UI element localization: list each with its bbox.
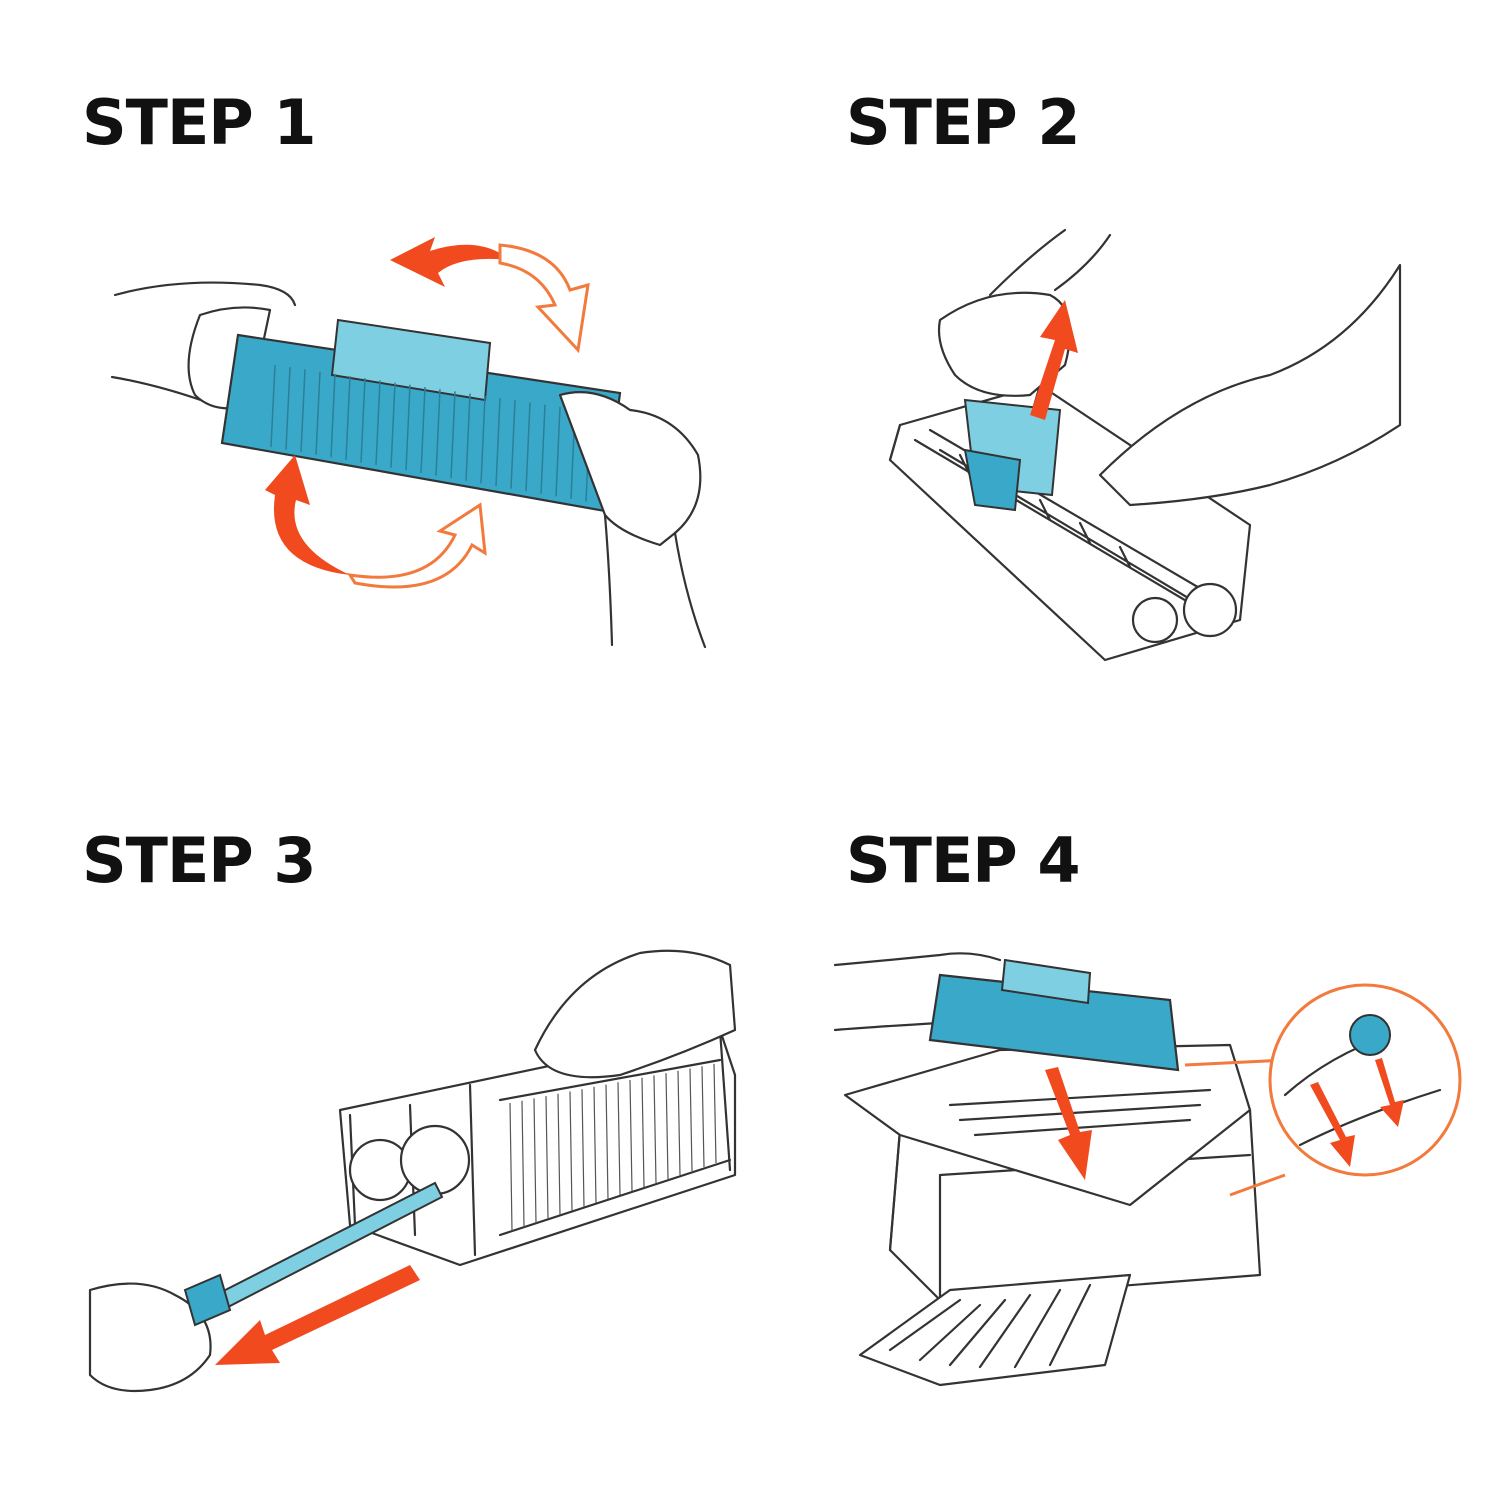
pull-up-arrow bbox=[1030, 300, 1078, 420]
step-1-title: STEP 1 bbox=[82, 86, 316, 159]
right-arm-outline-2 bbox=[673, 531, 707, 649]
top-hand bbox=[533, 949, 737, 1079]
right-hand bbox=[558, 391, 702, 547]
toner-cartridge bbox=[338, 1028, 737, 1267]
toner-cartridge bbox=[928, 973, 1180, 1072]
left-arm-outline bbox=[113, 281, 297, 307]
pull-out-arrow bbox=[215, 1265, 420, 1365]
step-3-title: STEP 3 bbox=[82, 824, 316, 897]
right-arm-outline bbox=[603, 513, 614, 647]
detail-arrow-1 bbox=[1310, 1082, 1355, 1167]
right-hand bbox=[1098, 263, 1402, 507]
step-1-illustration bbox=[100, 215, 740, 675]
seal-tab-base bbox=[963, 448, 1022, 512]
rotate-arrow-bottom-right bbox=[347, 502, 487, 589]
step-4-illustration bbox=[830, 945, 1470, 1425]
insert-arrow bbox=[1045, 1067, 1092, 1180]
cartridge-handle bbox=[1000, 958, 1092, 1005]
arm-outline bbox=[833, 952, 1002, 1032]
detail-arrow-2 bbox=[1375, 1058, 1404, 1127]
pulling-hand bbox=[88, 1282, 212, 1393]
tape-tab bbox=[183, 1273, 232, 1327]
rotate-arrow-top-left bbox=[390, 237, 510, 287]
callout-lines bbox=[1184, 1058, 1286, 1197]
rotate-arrow-top-right bbox=[498, 243, 590, 354]
toner-cartridge bbox=[220, 318, 622, 513]
step-2-illustration bbox=[880, 225, 1420, 685]
step-4-title: STEP 4 bbox=[846, 824, 1080, 897]
left-hand bbox=[937, 291, 1072, 397]
printer bbox=[843, 1043, 1262, 1387]
step-3-illustration bbox=[80, 935, 750, 1415]
detail-callout bbox=[1268, 983, 1462, 1177]
rotate-arrow-bottom-left bbox=[265, 455, 350, 575]
step-2-title: STEP 2 bbox=[846, 86, 1080, 159]
paper-tray bbox=[858, 1273, 1132, 1387]
detail-cartridge-gear bbox=[1349, 1014, 1391, 1056]
printer-open-cover bbox=[843, 1043, 1252, 1207]
left-arm-outline bbox=[988, 228, 1112, 297]
